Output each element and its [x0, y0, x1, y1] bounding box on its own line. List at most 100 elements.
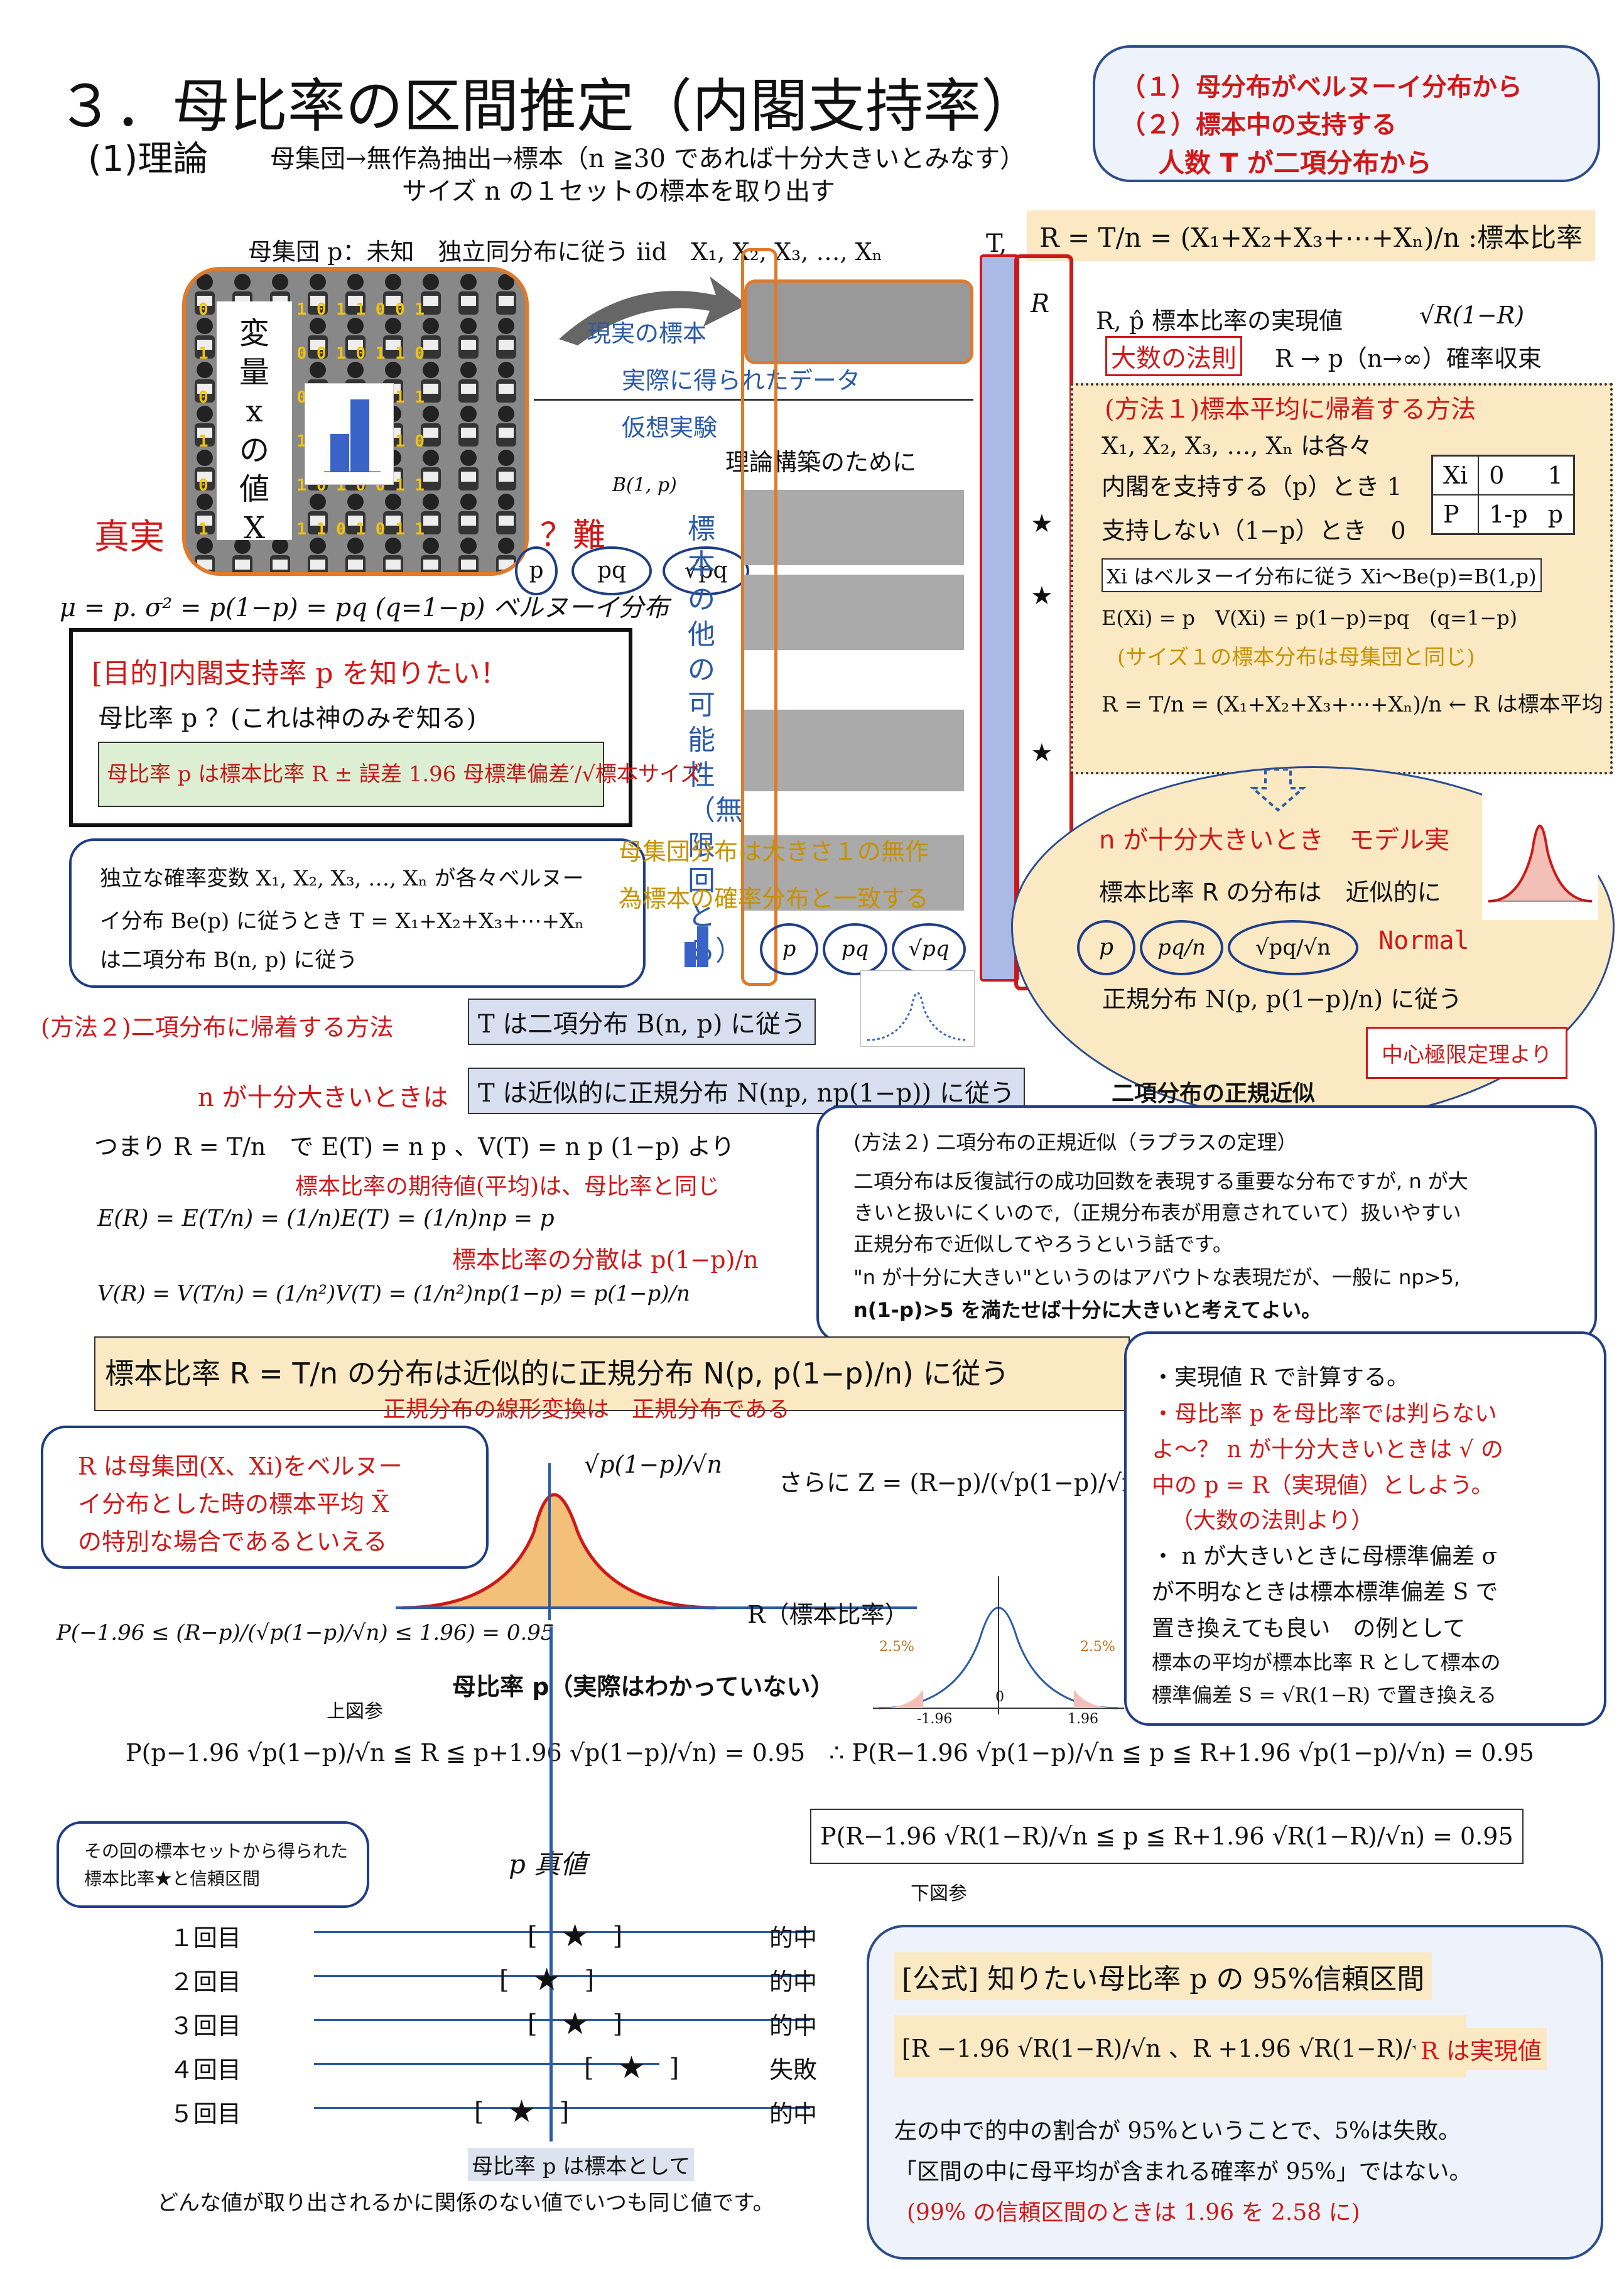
standard-normal-graph: [873, 1576, 1124, 1714]
param-mean: p: [515, 546, 558, 595]
trial-3-result: 的中: [769, 2012, 818, 2040]
table-header-xi: Xi: [1443, 462, 1468, 489]
population-params: p pq √pq: [515, 546, 766, 595]
linear-note: 正規分布の線形変換は 正規分布である: [383, 1397, 790, 1422]
iid-line-1: 独立な確率変数 X₁, X₂, X₃, …, Xₙ が各々ベルヌー: [100, 866, 584, 891]
tsumari-line: つまり R = T/n で E(T) = n p 、V(T) = n p (1−…: [94, 1133, 735, 1161]
sample-callout-text: その回の標本セットから得られた標本比率★と信頼区間: [84, 1841, 349, 1889]
bernoulli-line: Xi はベルヌーイ分布に従う Xi～Be(p)=B(1,p): [1102, 558, 1542, 592]
clt-badge: 中心極限定理より: [1366, 1027, 1568, 1079]
sample-strip-2: [744, 575, 964, 650]
star-3: ★: [1031, 739, 1053, 767]
section-heading: (1)理論: [88, 139, 208, 180]
R-special-1: R は母集団(X、Xi)をベルヌー: [78, 1453, 403, 1480]
purpose-heading: [目的]内閣支持率 p を知りたい！: [92, 658, 508, 690]
population-header: 母集団 p：未知 独立同分布に従う iid X₁, X₂, X₃, …, Xₙ: [248, 238, 883, 266]
sqrtR-label: √R(1−R): [1419, 301, 1525, 329]
normal-mini-chart: [1482, 788, 1598, 920]
right-note-6: ・ n が大きいときに母標準偏差 σ: [1152, 1544, 1498, 1569]
divider-line: [534, 399, 973, 401]
laplace-line-3: 正規分布で近似してやろうという話です。: [853, 1232, 1233, 1256]
p-true-line: [549, 1627, 553, 2142]
star-1: ★: [1031, 509, 1053, 538]
real-sample-label: 現実の標本: [587, 320, 707, 347]
trial-4-result: 失敗: [769, 2056, 818, 2084]
param-variance: pq: [571, 546, 652, 595]
formula-line-3: (99% の信頼区間のときは 1.96 を 2.58 に): [907, 2200, 1360, 2226]
table-cell-1-p: 1-p: [1478, 495, 1538, 534]
trial-4-interval: [ ★ ]: [584, 2054, 679, 2082]
R-mean-line: R = T/n = (X₁+X₂+X₃+⋯+Xₙ)/n ← R は標本平均: [1102, 692, 1603, 717]
R-special-box: R は母集団(X、Xi)をベルヌー イ分布とした時の標本平均 X̄ の特別な場合…: [41, 1426, 489, 1569]
mother-rate-label: 母比率 p（実際はわかっていない）: [452, 1673, 835, 1701]
method2-box: T は二項分布 B(n, p) に従う: [468, 999, 816, 1045]
trial-1-interval: [ ★ ]: [528, 1922, 623, 1951]
mid-param-var: pq: [823, 923, 887, 975]
right-note-1: ・実現値 R で計算する。: [1152, 1365, 1409, 1390]
laplace-line-1: 二項分布は反復試行の成功回数を表現する重要な分布ですが, n が大: [853, 1169, 1468, 1193]
trial-1-result: 的中: [769, 1924, 818, 1952]
right-notes-box: ・実現値 R で計算する。 ・母比率 p を母比率では判らない よ～？ n が十…: [1124, 1331, 1606, 1726]
laplace-box: (方法２) 二項分布の正規近似（ラプラスの定理） 二項分布は反復試行の成功回数を…: [816, 1105, 1597, 1343]
purpose-line-2: 母比率 p ？(これは神のみぞ知る): [98, 704, 477, 733]
b1p-label: B(1, p): [612, 474, 677, 496]
table-cell-p: p: [1547, 501, 1563, 528]
inequality-line: P(p−1.96 √p(1−p)/√n ≦ R ≦ p+1.96 √p(1−p)…: [126, 1739, 1534, 1767]
premise-callout: （１）母分布がベルヌーイ分布から （２）標本中の支持する 人数 T が二項分布か…: [1093, 45, 1600, 182]
right-param-mean: p: [1077, 920, 1135, 975]
right-note-3: よ～？ n が十分大きいときは √ の: [1152, 1437, 1503, 1463]
above-ref: 上図参: [327, 1701, 383, 1723]
dist-R-line: 標本比率 R の分布は 近似的に: [1099, 879, 1441, 906]
purpose-formula: 母比率 p は標本比率 R ± 誤差 1.96 母標準偏差′/√標本サイズ: [98, 742, 701, 807]
formula-box: [公式] 知りたい母比率 p の 95%信頼区間 [R −1.96 √R(1−R…: [867, 1925, 1603, 2260]
iid-line-2: イ分布 Be(p) に従うとき T = X₁+X₂+X₃+⋯+Xₙ: [100, 909, 584, 934]
param-sd: √pq: [663, 546, 749, 595]
premise-line-3: 人数 T が二項分布から: [1158, 148, 1432, 178]
laplace-heading: (方法２) 二項分布の正規近似（ラプラスの定理）: [853, 1130, 1297, 1154]
table-header-1: 1: [1547, 462, 1563, 489]
right-note-9: 標本の平均が標本比率 R として標本の: [1152, 1650, 1501, 1674]
right-param-sd: √pq/√n: [1228, 920, 1358, 975]
R-special-3: の特別な場合であるといえる: [78, 1528, 387, 1556]
T-label: T,: [986, 229, 1007, 258]
formula-real-note: R は実現値: [1416, 2028, 1547, 2070]
support-1: 内閣を支持する（p）とき 1: [1102, 473, 1402, 501]
method2-label: (方法２)二項分布に帰着する方法: [41, 1014, 394, 1041]
variable-label-panel: 変量xの値X: [217, 301, 292, 546]
R-distribution-graph: [396, 1463, 917, 1620]
iid-line-3: は二項分布 B(n, p) に従う: [100, 948, 358, 973]
trial-5-result: 的中: [769, 2100, 818, 2128]
trial-2-interval: [ ★ ]: [499, 1966, 595, 1995]
arrow-to-sample: [559, 276, 747, 345]
down-arrow: [1249, 768, 1307, 813]
intro-line-1: 母集団→無作為抽出→標本（n ≧30 であれば十分大きいとみなす）: [270, 144, 1026, 173]
formula-line-1: 左の中で的中の割合が 95%ということで、5%は失敗。: [894, 2118, 1461, 2144]
right-param-var: pq/n: [1140, 920, 1223, 975]
right-note-4: 中の p = R（実現値）としよう。: [1152, 1473, 1494, 1498]
premise-line-1: （１）母分布がベルヌーイ分布から: [1120, 73, 1522, 102]
trial-3-interval: [ ★ ]: [528, 2010, 623, 2039]
mini-bar-icon: [681, 920, 713, 970]
bernoulli-mini-chart: [305, 383, 394, 485]
size1-note: (サイズ１の標本分布は母集団と同じ): [1117, 645, 1475, 670]
gold-note-2: 為標本の確率分布と一致する: [619, 885, 929, 912]
right-note-8: 置き換えても良い の例として: [1152, 1616, 1466, 1642]
convergence-line: R → p（n→∞）確率収束: [1275, 345, 1542, 372]
page-title: ３．母比率の区間推定（内閣支持率）: [57, 73, 1039, 140]
R-hat-line: R, p̂ 標本比率の実現値: [1096, 307, 1343, 335]
formula-line-2: 「区間の中に母平均が含まれる確率が 95%」ではない。: [894, 2159, 1472, 2185]
method1-box: (方法１)標本平均に帰着する方法 X₁, X₂, X₃, …, Xₙ は各々 内…: [1071, 383, 1613, 774]
virtual-experiment-label: 仮想実験: [622, 414, 718, 441]
sample-callout: その回の標本セットから得られた標本比率★と信頼区間: [57, 1821, 369, 1908]
mid-param-sd: √pq: [892, 923, 966, 975]
formula-interval: [R −1.96 √R(1−R)/√n 、R +1.96 √R(1−R)/√n …: [894, 2015, 1467, 2077]
other-sample-vertical-text: 標本の他の可能性（無限回とる）: [688, 513, 743, 967]
truth-label: 真実: [94, 517, 165, 558]
laplace-line-2: きいと扱いにくいので,（正規分布表が用意されていて）扱いやすい: [853, 1201, 1461, 1225]
laplace-line-5: n(1-p)>5 を満たせば十分に大きいと考えてよい。: [853, 1298, 1322, 1322]
sample-strip-4: [744, 835, 964, 911]
sample-strip-1: [744, 490, 964, 565]
theory-label: 理論構築のために: [725, 448, 917, 476]
tick-neg: -1.96: [917, 1711, 953, 1727]
R-formula: R = T/n = (X₁+X₂+X₃+⋯+Xₙ)/n :標本比率: [1027, 210, 1596, 261]
